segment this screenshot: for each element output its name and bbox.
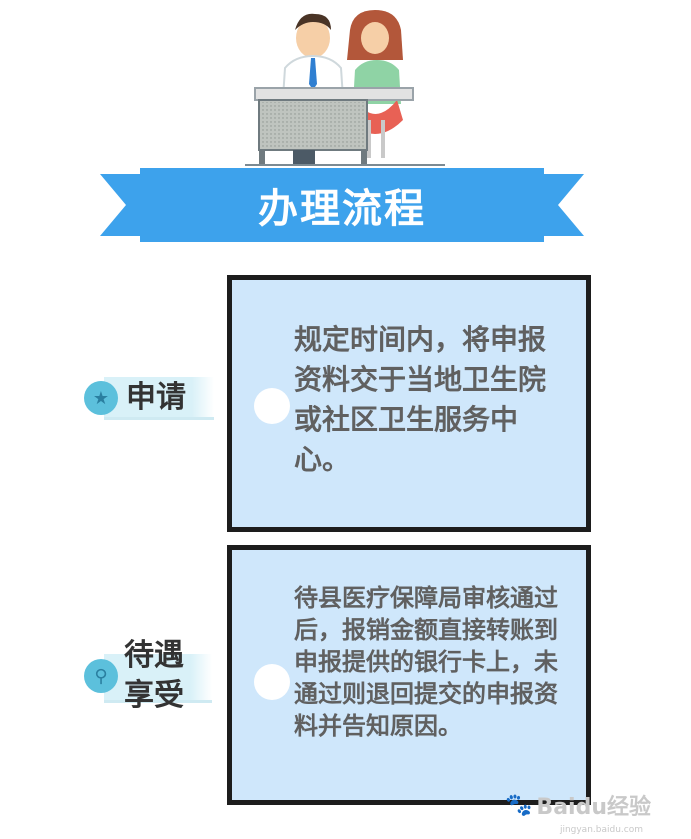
step-label-text-line1: 待遇 [124, 638, 184, 673]
step-label-text-line2: 享受 [124, 678, 184, 713]
step-label-benefit: ⚲ 待遇 享受 [84, 636, 212, 716]
banner-title: 办理流程 [258, 186, 426, 232]
watermark-url: jingyan.baidu.com [559, 825, 643, 835]
watermark-brand: Baidu经验 [536, 795, 651, 820]
baidu-watermark: 🐾 Baidu经验 [505, 789, 651, 821]
paw-icon: 🐾 [505, 792, 533, 818]
star-icon: ★ [84, 381, 118, 415]
magnifier-icon: ⚲ [84, 659, 118, 693]
step-box-benefit: 待县医疗保障局审核通过后，报销金额直接转账到申报提供的银行卡上，未通过则退回提交… [227, 545, 591, 805]
man-figure [281, 13, 345, 99]
bullet-dot [254, 664, 290, 700]
desk [254, 87, 414, 164]
label-strip [104, 376, 214, 420]
label-strip [104, 654, 212, 703]
bullet-dot [254, 388, 290, 424]
consultation-illustration [245, 10, 445, 166]
step-box-apply: 规定时间内，将申报资料交于当地卫生院或社区卫生服务中心。 [227, 275, 591, 532]
step-label-text: 申请 [126, 380, 186, 415]
step-description: 待县医疗保障局审核通过后，报销金额直接转账到申报提供的银行卡上，未通过则退回提交… [294, 584, 558, 740]
step-description: 规定时间内，将申报资料交于当地卫生院或社区卫生服务中心。 [294, 323, 547, 476]
banner-ribbon [100, 168, 584, 242]
step-label-apply: ★ 申请 [84, 376, 214, 420]
